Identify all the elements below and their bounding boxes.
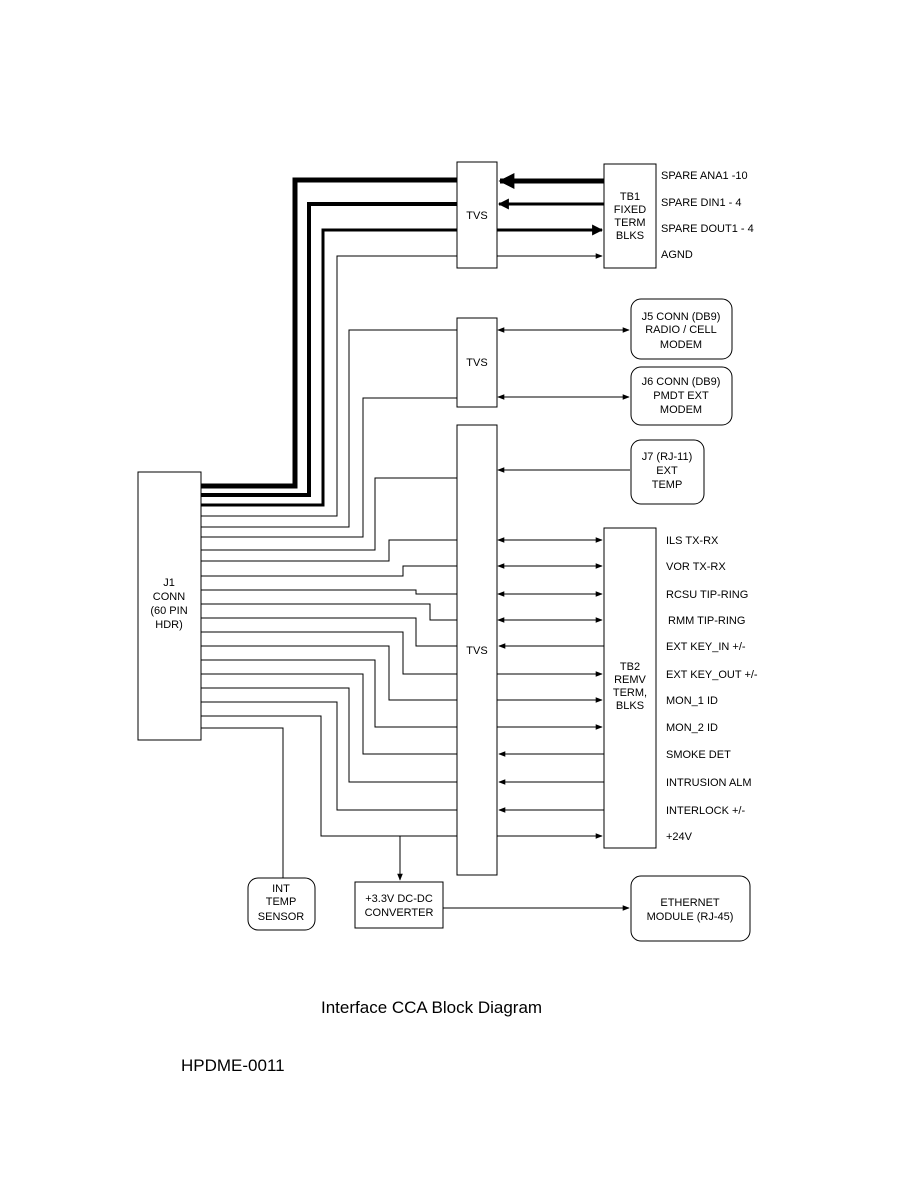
tb2-signal-label: ILS TX-RX	[666, 535, 719, 547]
tb2-signal-label: RCSU TIP-RING	[666, 589, 748, 601]
tb1-block: TB1 FIXED TERM BLKS	[603, 163, 657, 269]
tvs-mid-label: TVS	[466, 357, 487, 369]
j7-label-line: J7 (RJ-11)	[642, 451, 693, 463]
j5-label-line: RADIO / CELL	[645, 324, 717, 336]
j1-label-line: CONN	[153, 591, 185, 603]
tb1-label-line: TB1	[620, 191, 640, 203]
tvs-top-label: TVS	[466, 210, 487, 222]
tb2-signal-label: MON_2 ID	[666, 722, 718, 734]
tb2-signal-label: EXT KEY_OUT +/-	[666, 669, 758, 681]
j7-connector-block: J7 (RJ-11) EXT TEMP	[630, 439, 705, 505]
tb2-signal-label: INTERLOCK +/-	[666, 805, 745, 817]
thick-bus-wires	[201, 177, 457, 507]
j1-wires	[201, 255, 457, 878]
tb1-label-line: BLKS	[616, 230, 644, 242]
tb1-signal-label: SPARE ANA1 -10	[661, 170, 748, 182]
tvs-top-block: TVS	[456, 161, 498, 269]
tb2-signal-labels: ILS TX-RX VOR TX-RX RCSU TIP-RING RMM TI…	[666, 535, 758, 843]
tb2-label-line: BLKS	[616, 700, 644, 712]
tb2-signal-label: VOR TX-RX	[666, 561, 726, 573]
tvs-mid-block: TVS	[456, 317, 498, 408]
tb2-signal-label: +24V	[666, 831, 693, 843]
converter-label-line: +3.3V DC-DC	[365, 893, 433, 905]
tb2-label-line: TB2	[620, 661, 640, 673]
tb1-signal-labels: SPARE ANA1 -10 SPARE DIN1 - 4 SPARE DOUT…	[661, 170, 754, 261]
int-temp-sensor-block: INT TEMP SENSOR	[247, 877, 316, 931]
j1-label-line: J1	[163, 577, 175, 589]
j5-connector-block: J5 CONN (DB9) RADIO / CELL MODEM	[630, 298, 733, 360]
tb2-label-line: TERM,	[613, 687, 647, 699]
j6-label-line: PMDT EXT	[653, 390, 709, 402]
j6-connector-block: J6 CONN (DB9) PMDT EXT MODEM	[630, 366, 733, 426]
int-temp-label-line: INT	[272, 883, 290, 895]
j1-label-line: (60 PIN	[150, 605, 187, 617]
tb1-signal-label: SPARE DOUT1 - 4	[661, 223, 754, 235]
diagram-caption: Interface CCA Block Diagram	[321, 998, 543, 1017]
tb2-signal-label: EXT KEY_IN +/-	[666, 641, 746, 653]
tb2-signal-label: SMOKE DET	[666, 749, 731, 761]
tvs-main-label: TVS	[466, 645, 487, 657]
j1-label-line: HDR)	[155, 619, 183, 631]
j5-label-line: J5 CONN (DB9)	[642, 311, 721, 323]
j5-label-line: MODEM	[660, 339, 702, 351]
tb2-block: TB2 REMV TERM, BLKS	[603, 527, 657, 849]
ethernet-label-line: MODULE (RJ-45)	[647, 911, 734, 923]
j7-label-line: TEMP	[652, 479, 683, 491]
document-id: HPDME-0011	[181, 1056, 285, 1075]
j6-label-line: J6 CONN (DB9)	[642, 376, 721, 388]
tb2-signal-label: INTRUSION ALM	[666, 777, 752, 789]
j6-label-line: MODEM	[660, 404, 702, 416]
converter-label-line: CONVERTER	[365, 907, 434, 919]
tb2-signal-label: RMM TIP-RING	[668, 615, 745, 627]
tb2-signal-label: MON_1 ID	[666, 695, 718, 707]
tb1-signal-label: SPARE DIN1 - 4	[661, 197, 742, 209]
dc-dc-converter-block: +3.3V DC-DC CONVERTER	[354, 881, 444, 929]
ethernet-module-block: ETHERNET MODULE (RJ-45)	[630, 875, 751, 942]
int-temp-label-line: SENSOR	[258, 911, 305, 923]
tb1-label-line: FIXED	[614, 204, 646, 216]
j1-connector-block: J1 CONN (60 PIN HDR)	[137, 471, 202, 741]
tvs-modem-wires	[497, 327, 630, 400]
int-temp-label-line: TEMP	[266, 896, 297, 908]
tb1-signal-label: AGND	[661, 249, 693, 261]
j7-label-line: EXT	[656, 465, 678, 477]
tb1-label-line: TERM	[614, 217, 645, 229]
tvs-tb2-wires	[497, 537, 604, 839]
tvs-main-block: TVS	[456, 424, 498, 876]
tb2-label-line: REMV	[614, 674, 646, 686]
tvs-tb1-wires	[497, 173, 604, 259]
ethernet-label-line: ETHERNET	[660, 897, 720, 909]
